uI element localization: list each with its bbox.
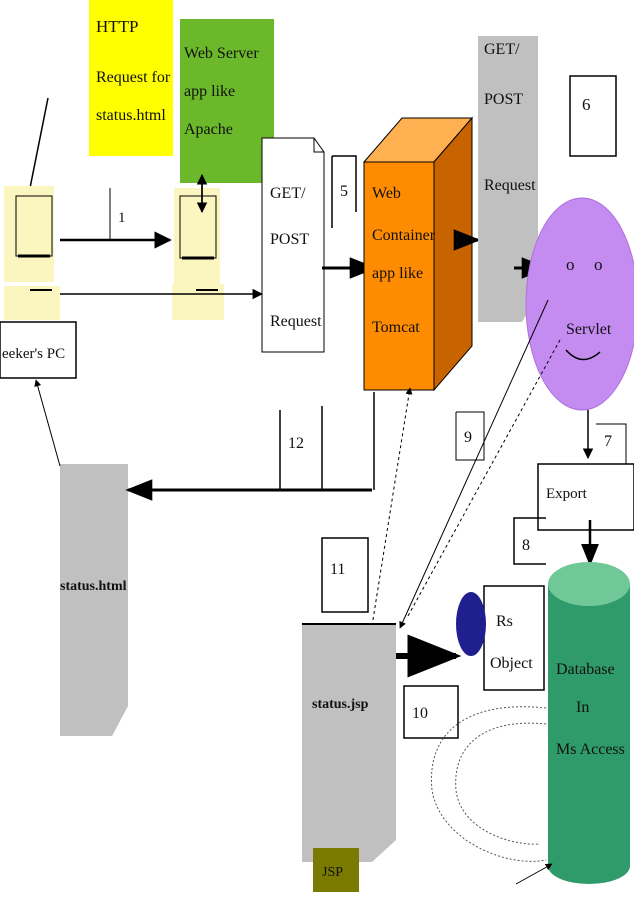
container-line-1: Web xyxy=(372,185,401,202)
db-line-2: In xyxy=(576,699,589,716)
status-html-text: status.html xyxy=(60,579,127,594)
jsp-text: JSP xyxy=(322,865,343,880)
status-jsp-text: status.jsp xyxy=(312,697,369,712)
step-10-label: 10 xyxy=(412,705,428,722)
arrow-jsp-to-container xyxy=(372,388,410,626)
rs-object-box: Rs Object xyxy=(484,586,544,690)
seeker-pc-icon xyxy=(4,98,60,320)
step-9-label: 9 xyxy=(464,429,472,446)
status-jsp-doc: status.jsp xyxy=(302,624,396,862)
servlet-circle: o o Servlet xyxy=(526,198,634,410)
step-6-marker: 6 xyxy=(570,76,616,156)
http-request-line-1: HTTP xyxy=(96,17,139,36)
servlet-text: Servlet xyxy=(566,321,612,338)
web-container-box: Web Container app like Tomcat xyxy=(364,118,472,390)
get-post-2-line-1: GET/ xyxy=(484,41,520,58)
jsp-label: JSP xyxy=(313,848,359,892)
step-12-label: 12 xyxy=(288,435,304,452)
seeker-pc-label: eeker's PC xyxy=(0,322,76,378)
step-12-marker: 12 xyxy=(128,392,374,490)
step-11-marker: 11 xyxy=(322,538,368,612)
step-5-label: 5 xyxy=(340,183,348,200)
get-post-1-line-1: GET/ xyxy=(270,185,306,202)
db-line-1: Database xyxy=(556,661,615,678)
step-11-label: 11 xyxy=(330,561,345,578)
export-text: Export xyxy=(546,486,588,502)
servlet-eye-right: o xyxy=(594,255,603,274)
container-line-3: app like xyxy=(372,265,423,282)
step-7-marker: 7 xyxy=(588,410,626,468)
web-server-note: Web Server app like Apache xyxy=(180,19,274,183)
http-request-note: HTTP Request for status.html xyxy=(89,0,173,156)
rs-object-dot xyxy=(456,592,486,656)
get-post-2-line-2: POST xyxy=(484,91,523,108)
web-server-line-3: Apache xyxy=(184,121,233,138)
step-5-marker: 5 xyxy=(332,156,356,228)
web-server-line-2: app like xyxy=(184,83,235,100)
step-9-marker: 9 xyxy=(456,412,484,460)
get-post-1-line-2: POST xyxy=(270,231,309,248)
step-1-label: 1 xyxy=(118,210,126,226)
web-server-line-1: Web Server xyxy=(184,45,259,62)
seeker-pc-text: eeker's PC xyxy=(2,346,65,362)
container-line-4: Tomcat xyxy=(372,319,420,336)
container-line-2: Container xyxy=(372,227,436,244)
servlet-eye-left: o xyxy=(566,255,575,274)
export-label-box: Export xyxy=(538,464,634,530)
db-line-3: Ms Access xyxy=(556,741,625,758)
status-html-doc: status.html xyxy=(60,464,128,736)
arrow-to-seeker xyxy=(36,380,60,466)
database-cylinder: Database In Ms Access xyxy=(548,562,630,884)
http-request-line-2: Request for xyxy=(96,69,171,86)
arrow-step-1: 1 xyxy=(60,188,262,294)
get-post-2-line-3: Request xyxy=(484,177,536,194)
rs-line-2: Object xyxy=(490,655,533,672)
step-7-label: 7 xyxy=(604,433,612,450)
get-post-request-doc-1: GET/ POST Request xyxy=(262,138,324,352)
get-post-1-line-3: Request xyxy=(270,313,322,330)
step-8-label: 8 xyxy=(522,537,530,554)
web-server-pc-icon xyxy=(172,175,224,320)
step-6-label: 6 xyxy=(582,95,591,114)
http-request-line-3: status.html xyxy=(96,107,166,124)
rs-line-1: Rs xyxy=(496,613,513,630)
